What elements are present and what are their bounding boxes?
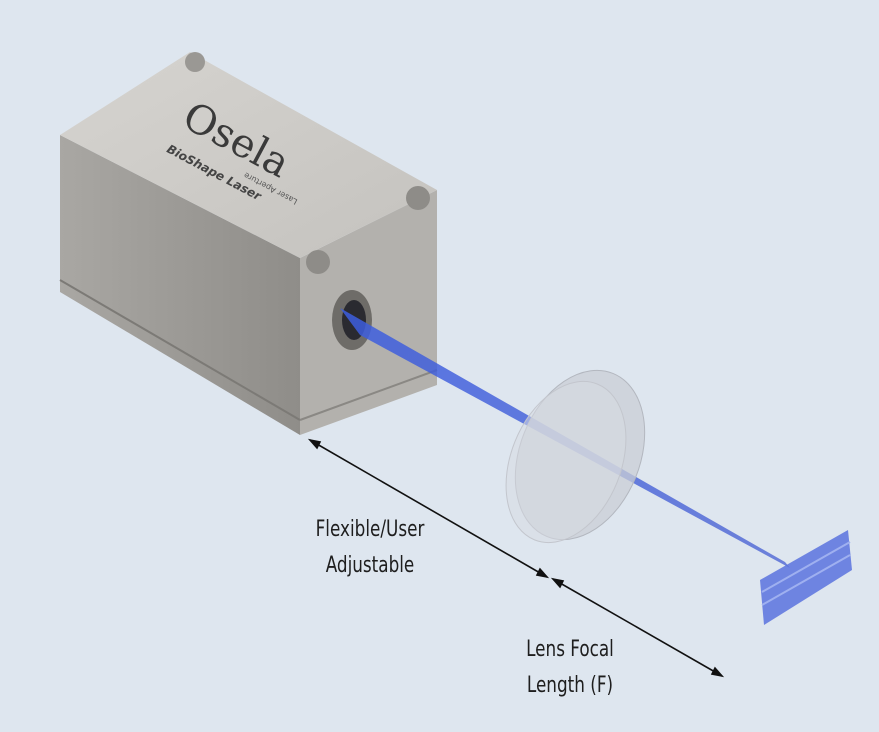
focal-length-label: Lens Focal Length (F) <box>506 632 634 704</box>
box-corner-hole <box>406 186 430 210</box>
label-line: Flexible/User <box>315 517 425 542</box>
label-line: Lens Focal <box>526 637 614 662</box>
box-left-face <box>60 135 300 435</box>
box-corner-hole <box>185 52 205 72</box>
label-line: Length (F) <box>526 673 614 698</box>
dimension-arrows <box>307 438 725 678</box>
box-corner-hole <box>306 250 330 274</box>
label-line: Adjustable <box>325 553 415 578</box>
laser-box: Osela BioShape Laser Laser Aperture <box>59 52 438 435</box>
beam-target <box>760 530 852 625</box>
flexible-distance-label: Flexible/User Adjustable <box>298 512 443 584</box>
box-top-face <box>60 52 437 258</box>
lens <box>505 369 646 544</box>
